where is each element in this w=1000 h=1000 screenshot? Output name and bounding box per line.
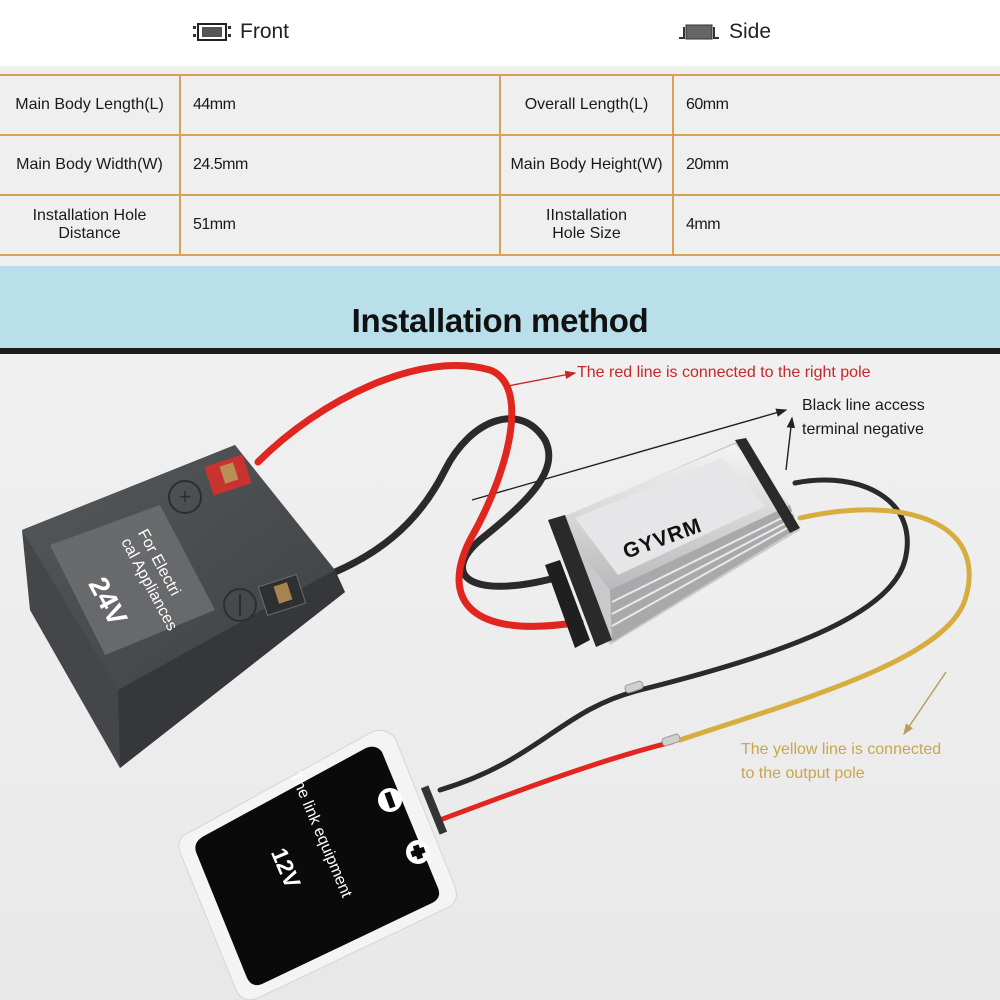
spec-table: Main Body Length(L) 44mm Overall Length(… — [0, 74, 1000, 256]
side-view-label: Side — [677, 18, 771, 46]
red-wire-output — [437, 739, 675, 823]
installation-title: Installation method — [351, 302, 649, 339]
table-row: Main Body Width(W) 24.5mm Main Body Heig… — [0, 134, 1000, 196]
side-view-icon — [677, 23, 721, 41]
red-note-pointer — [507, 370, 577, 387]
spec-area: Main Body Length(L) 44mm Overall Length(… — [0, 66, 1000, 266]
side-view-text: Side — [729, 20, 772, 43]
black-note-pointer-a — [471, 408, 788, 501]
view-header: Front Side — [0, 0, 1000, 66]
yellow-line-note-line1: The yellow line is connected — [741, 741, 942, 758]
black-line-note-line2: terminal negative — [802, 421, 924, 438]
yellow-wire-output — [677, 507, 972, 743]
black-wire-input — [296, 415, 559, 590]
black-line-note: Black line access terminal negative — [802, 394, 925, 442]
black-wire-output — [437, 477, 910, 793]
yellow-line-note-line2: to the output pole — [741, 765, 865, 782]
wiring-diagram: + — [0, 354, 1000, 1000]
wiring-illustration: + — [22, 362, 972, 1000]
spec-label: Main Body Width(W) — [0, 134, 181, 196]
battery-24v: + — [22, 445, 345, 768]
spec-label: Overall Length(L) — [499, 74, 674, 136]
spec-value: 60mm — [672, 74, 1000, 136]
divider — [0, 348, 1000, 354]
table-row: Installation Hole Distance 51mm IInstall… — [0, 194, 1000, 256]
red-line-note: The red line is connected to the right p… — [577, 364, 871, 381]
yellow-line-note: The yellow line is connected to the outp… — [741, 738, 941, 786]
black-note-pointer-b — [785, 416, 796, 471]
front-view-label: Front — [192, 18, 289, 46]
spec-value: 4mm — [672, 194, 1000, 256]
installation-banner: Installation method — [0, 266, 1000, 348]
wire-splice — [624, 680, 644, 694]
spec-value: 44mm — [179, 74, 501, 136]
spec-label: IInstallation Hole Size — [499, 194, 674, 256]
black-line-note-line1: Black line access — [802, 397, 925, 414]
spec-label: Installation Hole Distance — [0, 194, 181, 256]
table-row: Main Body Length(L) 44mm Overall Length(… — [0, 74, 1000, 136]
front-view-text: Front — [240, 20, 290, 43]
spec-value: 51mm — [179, 194, 501, 256]
spec-label: Main Body Length(L) — [0, 74, 181, 136]
link-equipment-12v — [178, 729, 457, 1000]
gyvrm-converter — [545, 438, 800, 648]
yellow-note-pointer — [903, 671, 947, 736]
spec-value: 24.5mm — [179, 134, 501, 196]
svg-text:+: + — [179, 484, 192, 509]
spec-label: Main Body Height(W) — [499, 134, 674, 196]
front-view-icon — [192, 23, 232, 41]
wire-splice — [661, 733, 681, 747]
red-wire-input — [254, 362, 584, 630]
spec-value: 20mm — [672, 134, 1000, 196]
